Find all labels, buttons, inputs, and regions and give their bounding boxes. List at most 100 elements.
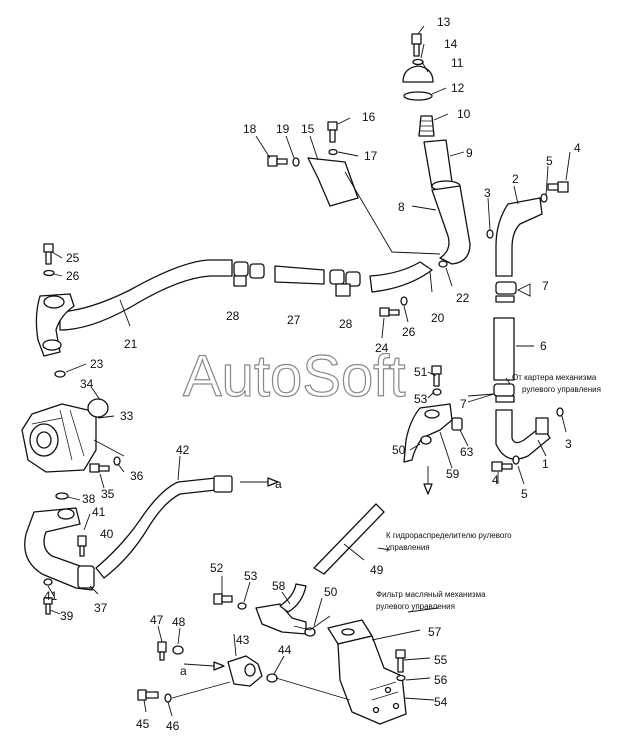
callout-59: 59 <box>446 467 460 481</box>
callout-45: 45 <box>136 717 150 731</box>
callout-23: 23 <box>90 357 104 371</box>
callout-15: 15 <box>301 122 315 136</box>
callout-51: 51 <box>414 365 428 379</box>
callout-53b: 53 <box>244 569 258 583</box>
bolt-52 <box>213 593 233 605</box>
plug-63 <box>451 417 463 431</box>
o-ring-3b <box>556 407 564 417</box>
note-oil-filter-line1: Фильтр масляный механизма <box>376 590 486 599</box>
fitting-58 <box>255 603 307 635</box>
callout-12: 12 <box>451 81 465 95</box>
bolt-55 <box>395 649 406 673</box>
watermark: AutoSoft <box>183 344 405 409</box>
note-from-steering-case-line2: рулевого управления <box>522 385 601 394</box>
o-ring-23 <box>54 370 66 378</box>
callout-13: 13 <box>437 15 451 29</box>
bolt-24 <box>379 307 400 317</box>
callout-24: 24 <box>375 341 389 355</box>
clamp-7a <box>495 281 517 295</box>
callout-17: 17 <box>364 149 378 163</box>
callout-26a: 26 <box>66 269 80 283</box>
bolt-13 <box>411 33 422 57</box>
bolt-18 <box>267 155 288 167</box>
washer-53b <box>237 602 247 610</box>
washer-17 <box>328 148 338 156</box>
o-ring-34 <box>87 398 109 418</box>
washer-14 <box>412 58 424 66</box>
callout-39: 39 <box>60 609 74 623</box>
callout-7a: 7 <box>542 279 549 293</box>
arrow-label-a-lower: a <box>180 664 187 678</box>
callout-1: 1 <box>542 457 549 471</box>
clamp-28b <box>329 269 345 285</box>
note-to-steering-valve-line1: К гидрораспределителю рулевого <box>386 531 512 540</box>
callout-54: 54 <box>434 695 448 709</box>
arrow-a-upper <box>267 477 279 487</box>
callout-55: 55 <box>434 653 448 667</box>
note-to-steering-valve-line2: управления <box>386 543 430 552</box>
cap-11 <box>402 65 434 83</box>
callout-44: 44 <box>278 643 292 657</box>
o-ring-48 <box>172 645 184 655</box>
callout-2: 2 <box>512 172 519 186</box>
callout-27: 27 <box>287 313 301 327</box>
hose-27 <box>274 265 325 285</box>
bolt-4a <box>547 181 569 193</box>
callout-5a: 5 <box>546 154 553 168</box>
callout-50a: 50 <box>392 443 406 457</box>
callout-41b: 41 <box>44 589 58 603</box>
clamp-7b <box>493 383 515 397</box>
washer-56 <box>396 674 406 682</box>
bolt-16 <box>327 121 338 143</box>
callout-5b: 5 <box>521 487 528 501</box>
note-oil-filter-line2: рулевого управления <box>376 602 455 611</box>
washer-5a <box>540 193 548 203</box>
o-ring-38 <box>55 492 69 500</box>
callout-16: 16 <box>362 110 376 124</box>
callout-11: 11 <box>451 56 464 70</box>
elbow-2 <box>495 197 543 277</box>
callout-48: 48 <box>172 615 186 629</box>
callout-49: 49 <box>370 563 384 577</box>
callout-26b: 26 <box>402 325 416 339</box>
washer-36 <box>113 456 121 466</box>
bracket-15 <box>307 157 359 207</box>
callout-25: 25 <box>66 251 80 265</box>
callout-33: 33 <box>120 409 134 423</box>
callout-28a: 28 <box>226 309 240 323</box>
bolt-51 <box>431 365 442 387</box>
filler-pipe-8 <box>431 185 471 265</box>
callout-4a: 4 <box>574 141 581 155</box>
washer-46 <box>164 693 172 703</box>
arrow-to-valve <box>423 483 433 495</box>
callout-18: 18 <box>243 122 257 136</box>
callout-10: 10 <box>457 107 471 121</box>
callout-20: 20 <box>431 311 445 325</box>
o-ring-12 <box>403 91 433 101</box>
callout-35: 35 <box>101 487 115 501</box>
pipe-20 <box>369 261 433 293</box>
callout-40: 40 <box>100 527 114 541</box>
washer-53a <box>432 388 442 396</box>
callout-9: 9 <box>466 146 473 160</box>
callout-41a: 41 <box>92 505 106 519</box>
callout-8: 8 <box>398 200 405 214</box>
bolt-35 <box>89 463 110 473</box>
callout-14: 14 <box>444 37 458 51</box>
callout-42: 42 <box>176 443 190 457</box>
bolt-4b <box>491 461 513 472</box>
clamp-28a <box>233 261 249 277</box>
o-ring-3a <box>486 229 494 239</box>
o-ring-50a <box>420 435 432 445</box>
hose-49 <box>313 503 385 575</box>
callout-50b: 50 <box>324 585 338 599</box>
callout-63: 63 <box>460 445 474 459</box>
callout-58: 58 <box>272 579 286 593</box>
callout-19: 19 <box>276 122 290 136</box>
callout-56: 56 <box>434 673 448 687</box>
hose-6 <box>493 317 515 381</box>
arrow-a-lower <box>213 661 225 671</box>
